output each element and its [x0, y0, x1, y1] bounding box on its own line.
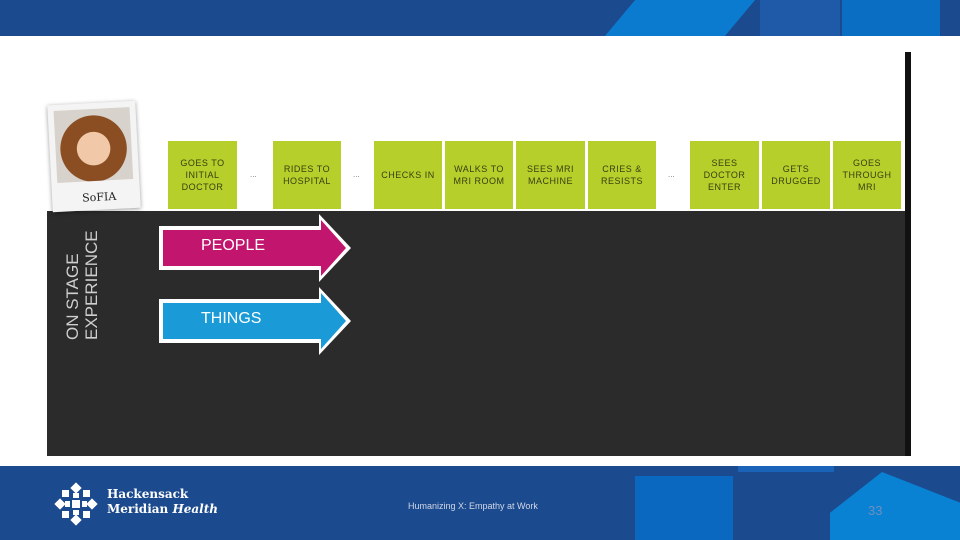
things-arrow: THINGS: [157, 285, 353, 357]
brand-line: Meridian Health: [107, 502, 218, 517]
stage-label-line: ON STAGE: [63, 253, 82, 340]
child-portrait-image: [53, 107, 134, 183]
step-separator: ...: [250, 170, 257, 179]
arrow-label: PEOPLE: [201, 237, 266, 254]
arrow-label: THINGS: [201, 310, 262, 327]
footer-accent: [738, 466, 834, 472]
step-separator: ...: [668, 170, 675, 179]
journey-step: Checks in: [374, 141, 442, 209]
banner-accent: [604, 0, 756, 36]
arrow-right-icon: [159, 287, 351, 355]
footer-caption: Humanizing X: Empathy at Work: [408, 501, 538, 511]
brand-word: Health: [172, 502, 219, 516]
arrow-right-icon: [159, 214, 351, 282]
footer-accent: [830, 472, 960, 540]
stage-label-line: EXPERIENCE: [82, 230, 101, 340]
journey-step: Walks to MRI room: [445, 141, 513, 209]
top-banner: [0, 0, 960, 36]
journey-step: Rides to hospital: [273, 141, 341, 209]
journey-step: Gets drugged: [762, 141, 830, 209]
panel-edge: [905, 52, 911, 456]
journey-step: Sees MRI machine: [516, 141, 585, 209]
banner-accent: [842, 0, 940, 36]
brand-word: Meridian: [107, 502, 173, 516]
step-separator: ...: [353, 170, 360, 179]
people-arrow: PEOPLE: [157, 212, 353, 284]
journey-step: Goes through MRI: [833, 141, 901, 209]
journey-step: Cries & resists: [588, 141, 656, 209]
hackensack-logo-icon: [54, 482, 98, 526]
persona-photo: SoFIA: [47, 100, 141, 213]
stage-label: ON STAGE EXPERIENCE: [63, 230, 101, 340]
brand-line: Hackensack: [107, 487, 189, 501]
persona-name: SoFIA: [81, 189, 117, 205]
journey-step: Sees doctor enter: [690, 141, 759, 209]
footer-accent: [635, 476, 733, 540]
page-number: 33: [868, 503, 883, 518]
banner-accent: [760, 0, 840, 36]
footer-bar: Hackensack Meridian Health Humanizing X:…: [0, 466, 960, 540]
brand-name: Hackensack Meridian Health: [107, 487, 218, 517]
journey-step: Goes to initial doctor: [168, 141, 237, 209]
